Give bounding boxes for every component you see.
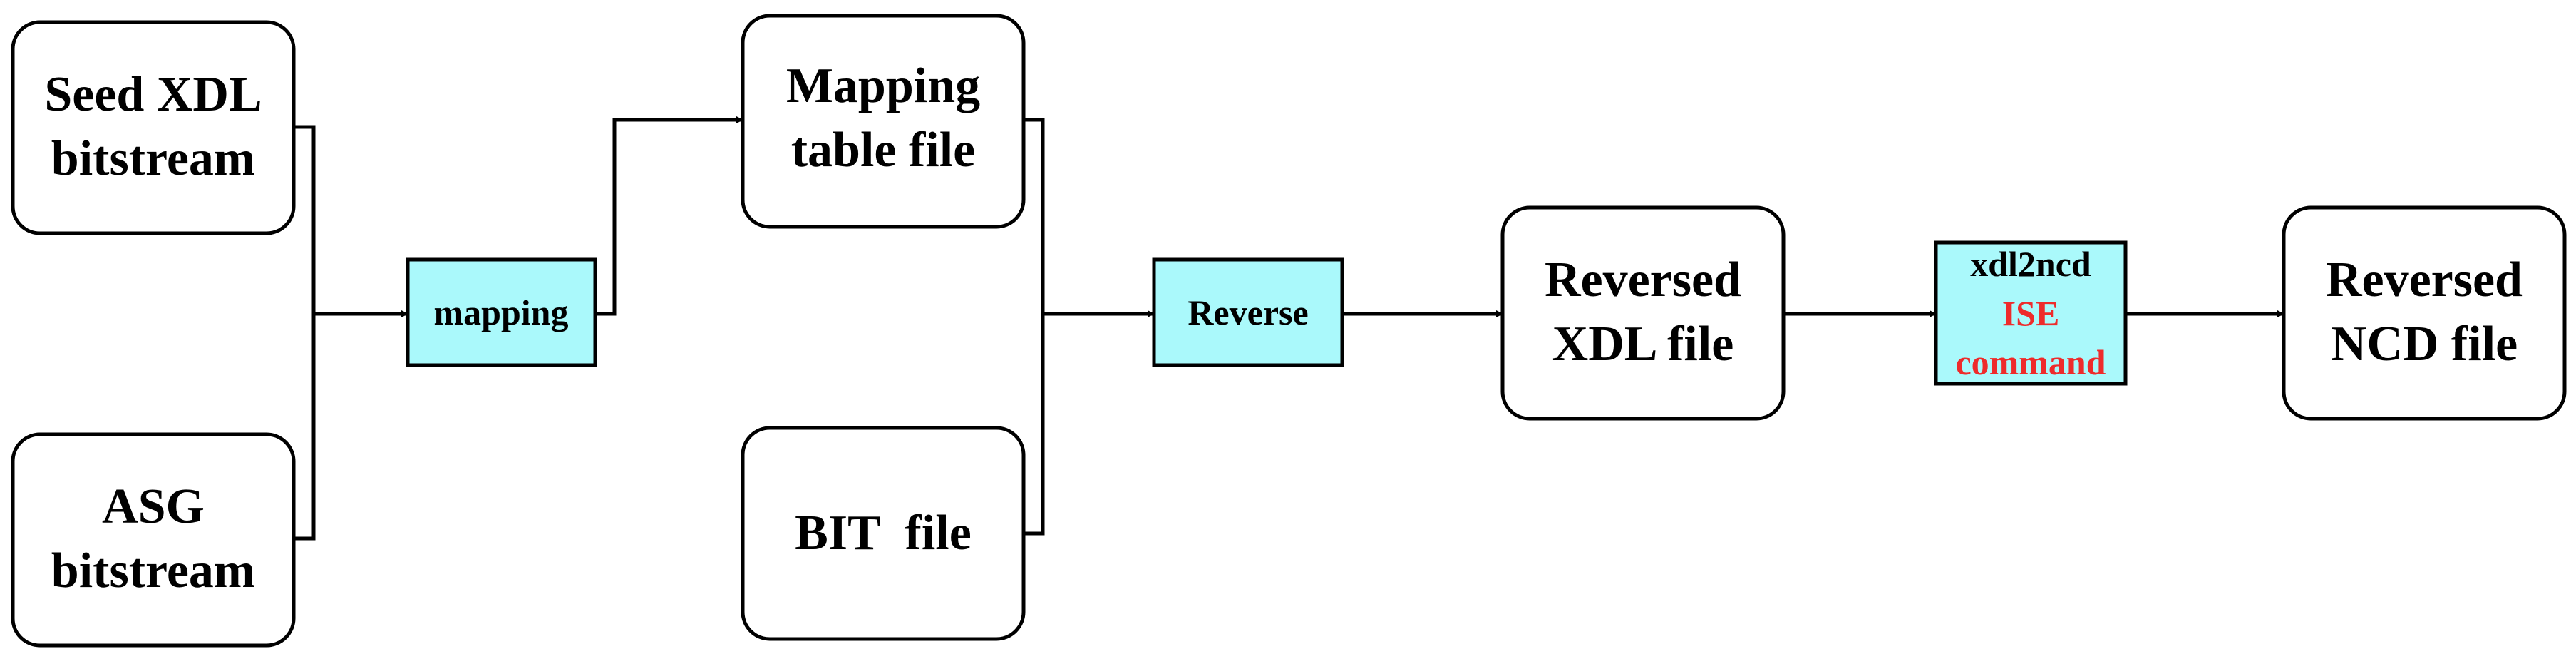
node-reversed-xdl-line2: XDL file	[1552, 317, 1734, 372]
process-mapping: mapping	[406, 257, 597, 367]
process-xdl2ncd-line3: command	[1955, 342, 2106, 382]
process-xdl2ncd-line2: ISE	[2002, 293, 2060, 333]
node-reversed-xdl-file: Reversed XDL file	[1500, 205, 1786, 421]
node-mapping-table-line1: Mapping	[786, 58, 980, 113]
node-mapping-table-file: Mapping table file	[741, 14, 1026, 229]
connectors	[294, 116, 2284, 541]
node-reversed-ncd-file: Reversed NCD file	[2282, 205, 2567, 421]
connector-table-to-reverse	[1024, 118, 1045, 314]
node-mapping-table-line2: table file	[791, 123, 976, 178]
node-bit-file-label: BIT file	[795, 506, 972, 561]
node-reversed-ncd-line2: NCD file	[2331, 317, 2518, 372]
connector-asg-to-mapping	[294, 314, 316, 541]
node-reversed-xdl-line1: Reversed	[1545, 252, 1741, 307]
node-reversed-ncd-line1: Reversed	[2326, 252, 2523, 307]
node-asg-line2: bitstream	[51, 543, 255, 598]
connector-bit-to-reverse	[1024, 314, 1045, 536]
process-xdl2ncd: xdl2ncd ISE command	[1934, 240, 2128, 386]
node-asg-bitstream: ASG bitstream	[11, 432, 296, 648]
node-bit-file: BIT file	[741, 426, 1026, 641]
arrow-mapping-to-table	[595, 116, 743, 316]
node-seed-xdl-line1: Seed XDL	[44, 67, 262, 122]
process-xdl2ncd-line1: xdl2ncd	[1970, 244, 2091, 284]
process-reverse: Reverse	[1152, 257, 1344, 367]
node-asg-line1: ASG	[102, 479, 205, 534]
process-mapping-label: mapping	[434, 292, 569, 332]
connector-seed-to-mapping	[294, 125, 316, 314]
node-seed-xdl-line2: bitstream	[51, 131, 255, 186]
process-reverse-label: Reverse	[1187, 292, 1308, 332]
node-seed-xdl-bitstream: Seed XDL bitstream	[11, 20, 296, 235]
